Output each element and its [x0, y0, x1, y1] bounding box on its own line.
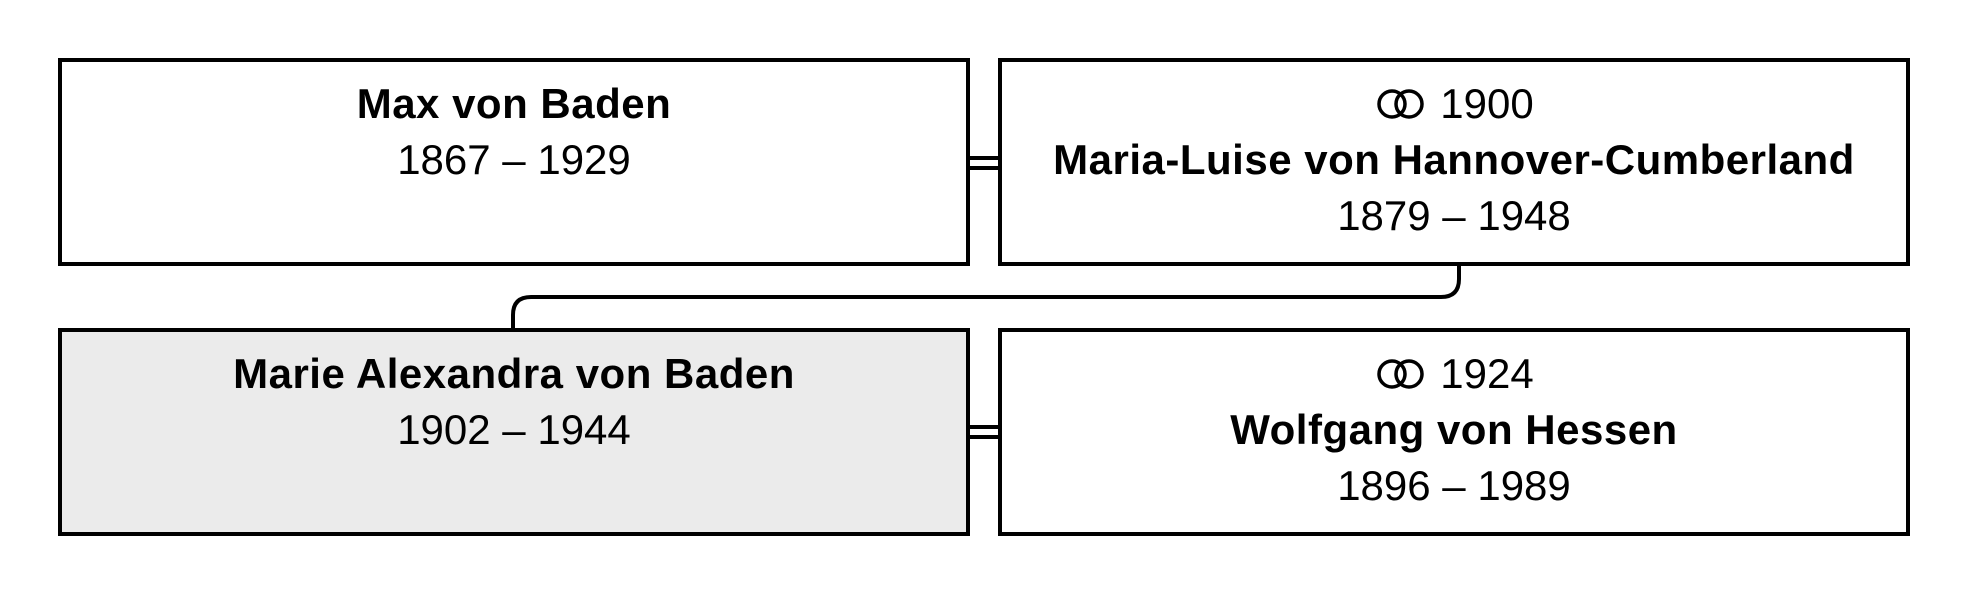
person-name: Marie Alexandra von Baden [233, 350, 795, 397]
person-card-marie-alexandra[interactable]: Marie Alexandra von Baden 1902 – 1944 [58, 328, 970, 536]
person-card-maria-luise[interactable]: 1900 Maria-Luise von Hannover-Cumberland… [998, 58, 1910, 266]
wedding-rings-icon [1377, 89, 1425, 119]
person-dates: 1867 – 1929 [397, 136, 631, 183]
marriage-info: 1924 [1374, 346, 1534, 402]
person-name: Wolfgang von Hessen [1230, 406, 1678, 453]
marriage-year: 1900 [1440, 80, 1534, 127]
person-dates: 1879 – 1948 [1337, 192, 1571, 239]
marriage-connector-1924 [970, 425, 998, 439]
person-name: Max von Baden [356, 80, 672, 127]
marriage-info: 1900 [1374, 76, 1534, 132]
person-dates: 1902 – 1944 [397, 406, 631, 453]
marriage-connector-1900 [970, 156, 998, 170]
person-card-max-von-baden[interactable]: Max von Baden 1867 – 1929 [58, 58, 970, 266]
person-name: Maria-Luise von Hannover-Cumberland [1053, 136, 1855, 183]
wedding-rings-icon [1377, 359, 1425, 389]
parent-child-connector [511, 266, 1461, 328]
person-dates: 1896 – 1989 [1337, 462, 1571, 509]
marriage-year: 1924 [1440, 350, 1534, 397]
person-card-wolfgang-von-hessen[interactable]: 1924 Wolfgang von Hessen 1896 – 1989 [998, 328, 1910, 536]
